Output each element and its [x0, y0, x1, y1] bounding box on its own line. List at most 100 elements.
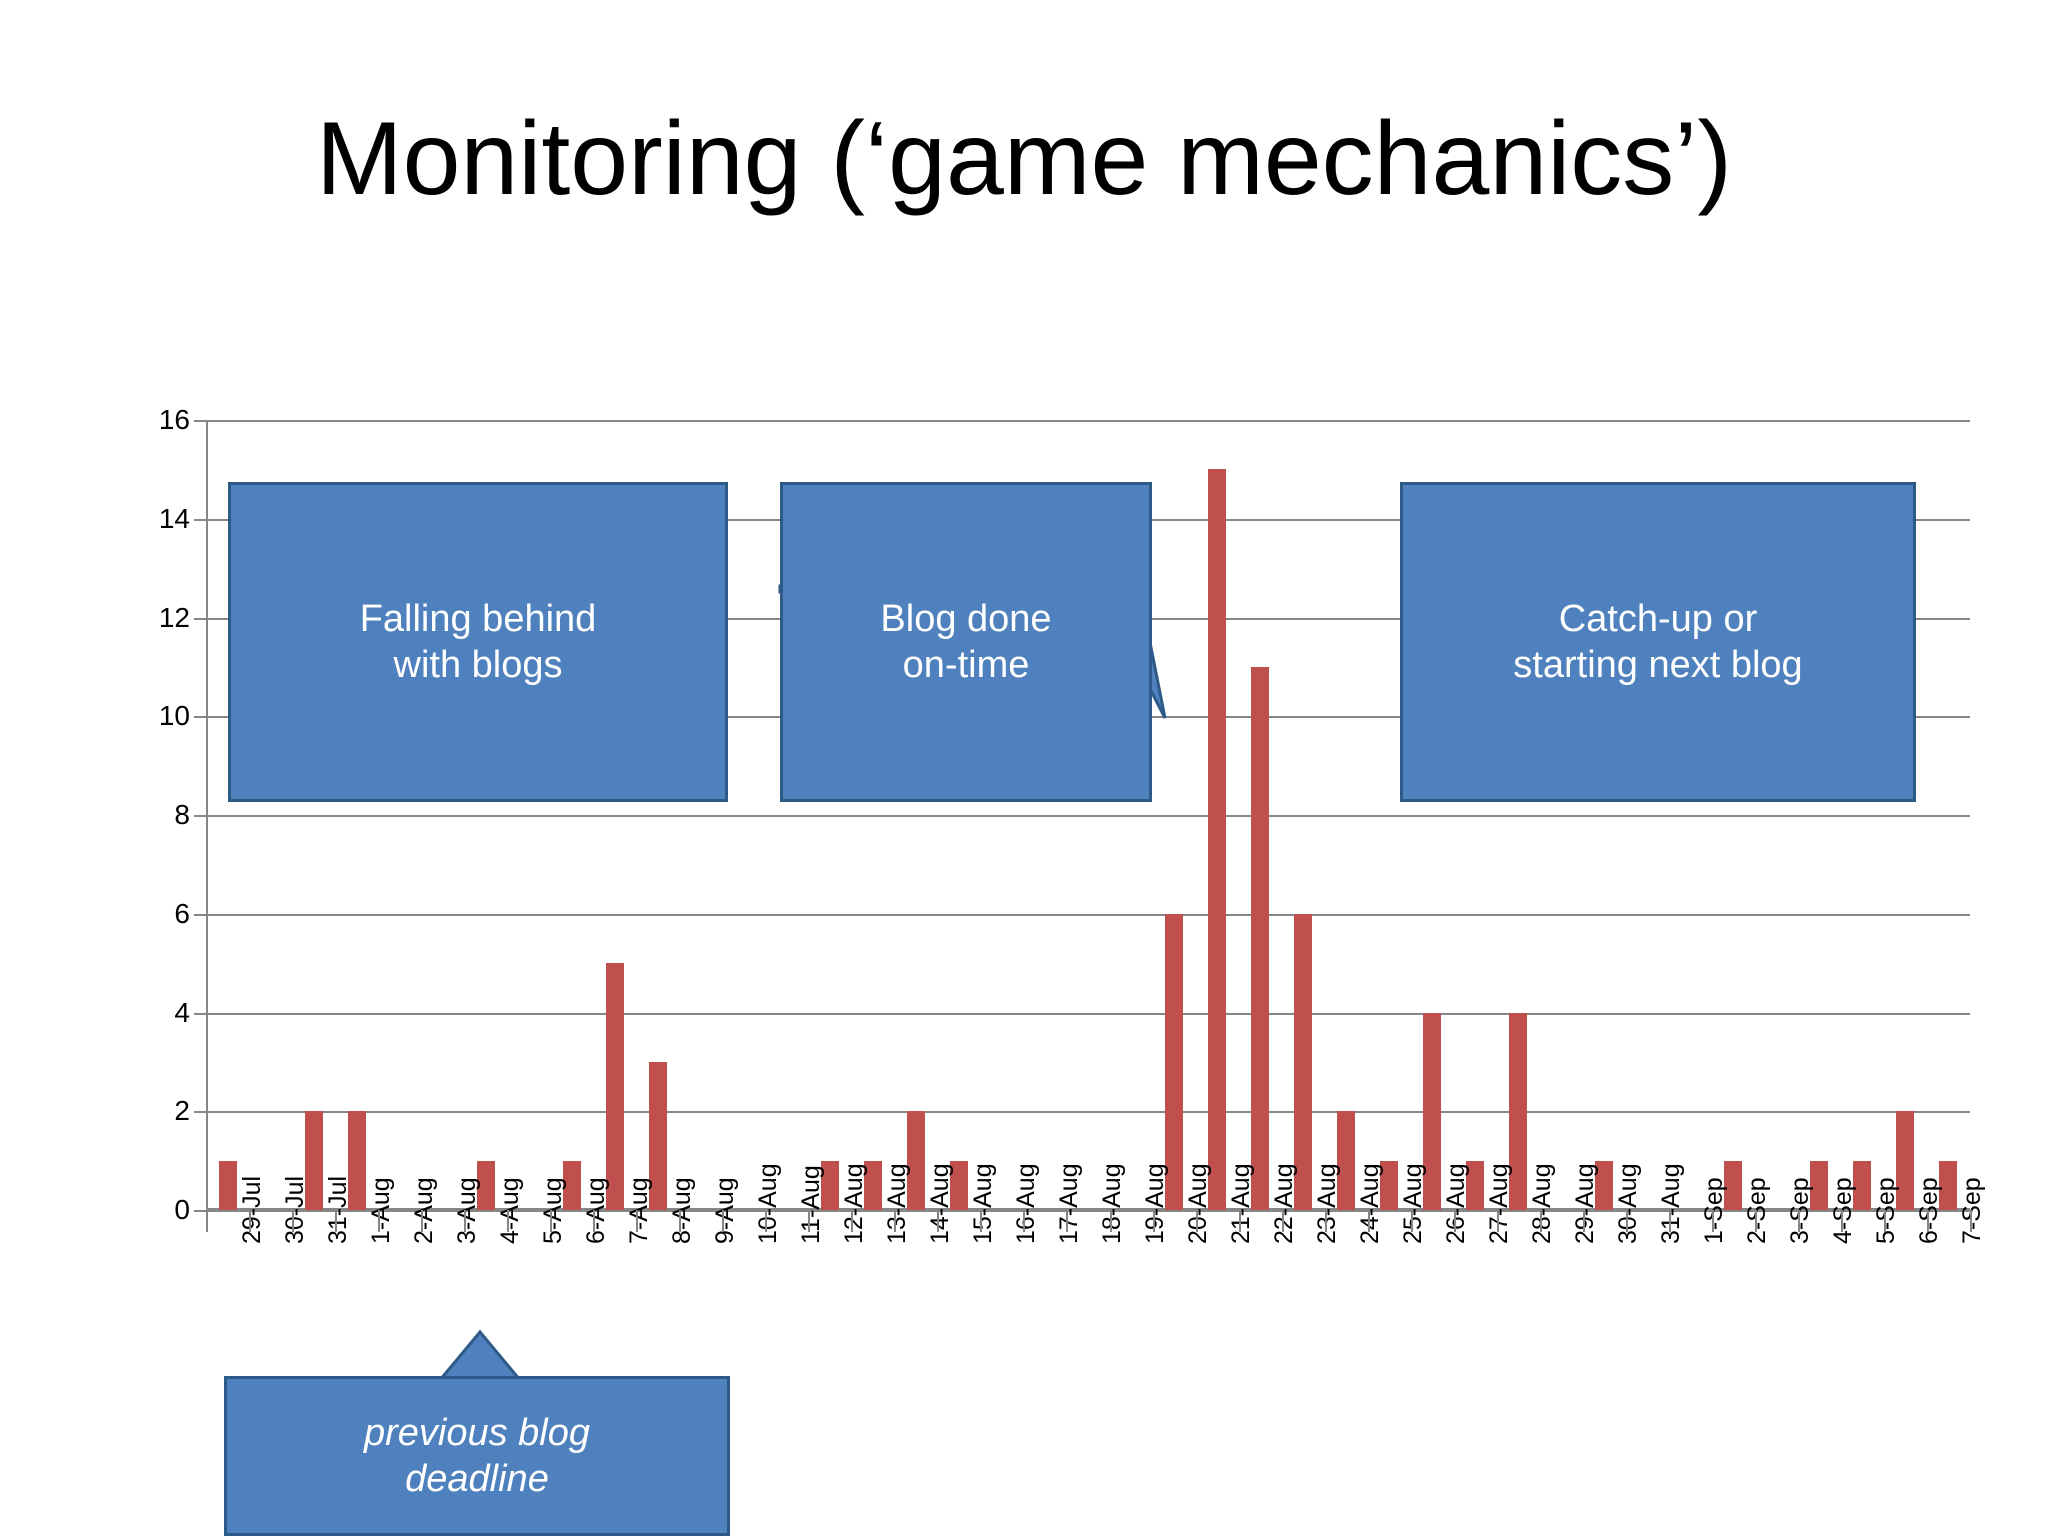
x-tick-mark: [636, 1210, 639, 1232]
bar[interactable]: [304, 1111, 323, 1210]
callout-catch-up-text: Catch-up or starting next blog: [1513, 596, 1802, 689]
x-tick-label: 7-Aug: [624, 1177, 653, 1244]
x-tick-label: 2-Aug: [409, 1177, 438, 1244]
y-tick-label: 12: [158, 601, 190, 633]
callout-line-2: starting next blog: [1513, 644, 1803, 686]
x-tick-label: 8-Aug: [667, 1177, 696, 1244]
bar[interactable]: [476, 1160, 495, 1210]
y-tick-mark: [194, 716, 206, 719]
x-tick-label: 10-Aug: [753, 1163, 782, 1244]
y-tick-mark: [194, 913, 206, 916]
x-tick-label: 5-Aug: [538, 1177, 567, 1244]
bar-slot: [1239, 420, 1282, 1210]
bar[interactable]: [1853, 1160, 1872, 1210]
x-tick-mark: [1840, 1210, 1843, 1232]
bar[interactable]: [1380, 1160, 1399, 1210]
x-tick-label: 4-Sep: [1829, 1177, 1858, 1244]
bar[interactable]: [1294, 913, 1313, 1210]
callout-falling-behind-text: Falling behind with blogs: [360, 596, 597, 689]
callout-previous-blog-deadline[interactable]: previous blog deadline: [224, 1376, 730, 1536]
callout-blog-done-text: Blog done on-time: [880, 596, 1051, 689]
bar-slot: [550, 420, 593, 1210]
x-tick-label: 5-Sep: [1872, 1177, 1901, 1244]
bar[interactable]: [347, 1111, 366, 1210]
callout-line-1: Falling behind: [359, 597, 597, 640]
bar[interactable]: [1208, 469, 1227, 1210]
bar[interactable]: [820, 1160, 839, 1210]
bar-slot: [1712, 420, 1755, 1210]
x-tick-mark: [1625, 1210, 1628, 1232]
bar[interactable]: [1595, 1160, 1614, 1210]
x-tick-mark: [1668, 1210, 1671, 1232]
x-axis-line: [206, 1208, 1970, 1210]
bar[interactable]: [605, 963, 624, 1210]
x-tick-label: 4-Aug: [495, 1177, 524, 1244]
x-tick-label: 2-Sep: [1743, 1177, 1772, 1244]
x-tick-label: 26-Aug: [1442, 1163, 1471, 1244]
y-tick-mark: [194, 1111, 206, 1114]
x-tick-mark: [1066, 1210, 1069, 1232]
callout-catch-up[interactable]: Catch-up or starting next blog: [1400, 482, 1916, 802]
bar-slot: [335, 420, 378, 1210]
x-tick-label: 22-Aug: [1270, 1163, 1299, 1244]
x-tick-mark: [1926, 1210, 1929, 1232]
bar[interactable]: [1165, 913, 1184, 1210]
bar[interactable]: [949, 1160, 968, 1210]
x-tick-mark: [679, 1210, 682, 1232]
x-tick-mark: [292, 1210, 295, 1232]
bar[interactable]: [218, 1160, 237, 1210]
x-tick-mark: [378, 1210, 381, 1232]
bar[interactable]: [1896, 1111, 1915, 1210]
x-tick-label: 19-Aug: [1141, 1163, 1170, 1244]
page-title: Monitoring (‘game mechanics’): [315, 101, 1733, 217]
bar-slot: [937, 420, 980, 1210]
bar[interactable]: [1337, 1111, 1356, 1210]
bar[interactable]: [1509, 1012, 1528, 1210]
x-tick-mark: [1195, 1210, 1198, 1232]
x-tick-mark: [1109, 1210, 1112, 1232]
y-tick-label: 2: [174, 1095, 190, 1127]
y-tick-mark: [194, 1012, 206, 1015]
bar-slot: [1927, 420, 1970, 1210]
x-tick-mark: [1797, 1210, 1800, 1232]
y-tick-mark: [194, 1210, 206, 1212]
bar-slot: [1325, 420, 1368, 1210]
x-tick-label: 7-Sep: [1958, 1177, 1987, 1244]
x-tick-mark: [851, 1210, 854, 1232]
bar[interactable]: [562, 1160, 581, 1210]
bar-slot: [1884, 420, 1927, 1210]
x-tick-mark: [808, 1210, 811, 1232]
y-tick-label: 8: [174, 799, 190, 830]
y-tick-label: 6: [174, 897, 190, 929]
callout-blog-done[interactable]: Blog done on-time: [780, 482, 1152, 802]
x-tick-mark: [1582, 1210, 1585, 1232]
bar[interactable]: [1939, 1160, 1958, 1210]
x-tick-label: 16-Aug: [1011, 1163, 1040, 1244]
bar-slot: [808, 420, 851, 1210]
x-tick-label: 14-Aug: [925, 1163, 954, 1244]
bar[interactable]: [1251, 666, 1270, 1210]
x-tick-label: 9-Aug: [710, 1177, 739, 1244]
bar[interactable]: [863, 1160, 882, 1210]
bar[interactable]: [1423, 1012, 1442, 1210]
bar[interactable]: [906, 1111, 925, 1210]
bar[interactable]: [1810, 1160, 1829, 1210]
bar-slot: [1411, 420, 1454, 1210]
callout-falling-behind[interactable]: Falling behind with blogs: [228, 482, 728, 802]
bar[interactable]: [1466, 1160, 1485, 1210]
x-tick-mark: [1367, 1210, 1370, 1232]
bar[interactable]: [648, 1061, 667, 1210]
x-tick-mark: [593, 1210, 596, 1232]
x-tick-mark: [1496, 1210, 1499, 1232]
x-tick-label: 20-Aug: [1184, 1163, 1213, 1244]
x-tick-label: 25-Aug: [1399, 1163, 1428, 1244]
x-tick-mark: [765, 1210, 768, 1232]
bar[interactable]: [1724, 1160, 1743, 1210]
bar-slot: [851, 420, 894, 1210]
y-tick-label: 14: [158, 502, 190, 534]
x-tick-label: 21-Aug: [1227, 1163, 1256, 1244]
bar-series: [206, 420, 1970, 1210]
x-tick-label: 11-Aug: [796, 1165, 825, 1244]
